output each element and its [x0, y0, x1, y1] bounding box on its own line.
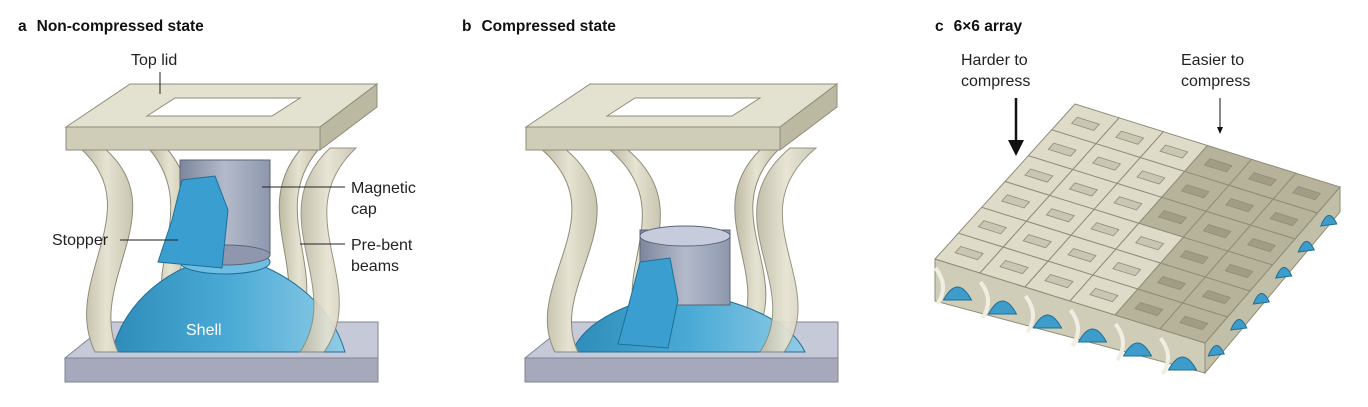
beam-b-front-left	[538, 147, 598, 353]
array-cell-slot	[1203, 158, 1233, 173]
array-cell-slot	[1022, 234, 1052, 249]
top-lid-side	[319, 82, 378, 152]
stopper-b	[617, 257, 679, 349]
array-cell-slot	[1246, 237, 1277, 253]
array-side-shell	[1274, 267, 1293, 279]
panel-c-letter: c	[935, 18, 944, 35]
panel-b-title-text: Compressed state	[481, 18, 616, 35]
array-cell-slot	[1068, 182, 1099, 197]
top-lid-slot	[145, 97, 302, 117]
label-shell: Shell	[186, 322, 222, 339]
array-side-shell	[1252, 293, 1270, 305]
label-pre-bent-line1: Pre-bent	[351, 237, 413, 254]
panel-c-title: c 6×6 array	[935, 18, 1022, 36]
label-stopper: Stopper	[52, 232, 109, 249]
array-front-shell	[1167, 356, 1198, 371]
array-cell-slot	[1000, 194, 1031, 209]
label-easier-line2: compress	[1181, 73, 1251, 90]
base-plate-front	[64, 357, 379, 383]
array-cell-slot	[1067, 248, 1097, 263]
label-magnetic-cap-line1: Magnetic	[351, 180, 416, 197]
array-cell-slot	[977, 220, 1008, 235]
array-cell-slot	[1201, 289, 1231, 305]
array-cell-slot	[1134, 301, 1164, 317]
array-front-shell	[1077, 328, 1108, 343]
array-cell-slot	[1157, 210, 1188, 225]
array-cell-slot	[1247, 172, 1277, 187]
array-cell-slot	[1091, 156, 1122, 171]
label-harder-line2: compress	[961, 73, 1031, 90]
panel-b-title: b Compressed state	[462, 18, 616, 36]
top-lid-b-front	[525, 126, 781, 151]
array-front-shell	[1122, 342, 1153, 357]
array-cell-slot	[1047, 142, 1077, 157]
array-cell-slot	[1135, 236, 1165, 251]
array-cell-slot	[1024, 168, 1054, 183]
top-lid-b-side	[779, 82, 838, 152]
beam-front-left	[78, 147, 134, 353]
array-cell-slot	[1269, 212, 1299, 227]
panel-a-title: a Non-compressed state	[18, 18, 204, 36]
array-cell-slot	[1070, 116, 1101, 131]
panel-a-letter: a	[18, 18, 27, 35]
array-cell-slot	[999, 260, 1029, 275]
array-side-shell	[1207, 345, 1225, 357]
array-front-beam	[1068, 308, 1080, 348]
array-front-beam	[978, 280, 990, 320]
beam-front-right	[299, 147, 358, 353]
array-cell-slot	[1225, 198, 1255, 213]
panel-a-title-text: Non-compressed state	[36, 18, 204, 35]
base-plate-b-front	[524, 357, 839, 383]
panel-b-diagram	[523, 82, 839, 383]
array-cell-slot	[1156, 275, 1187, 291]
panel-c-array	[933, 103, 1341, 376]
beam-b-front-right	[756, 147, 818, 353]
arrow-harder-head	[1008, 140, 1024, 156]
array-side-shell	[1297, 241, 1315, 253]
array-cell-slot	[1179, 250, 1209, 265]
array-side-shell	[1319, 215, 1338, 227]
array-front-beam	[933, 266, 945, 306]
panel-c-title-text: 6×6 array	[953, 18, 1023, 35]
array-cell-slot	[1115, 130, 1145, 145]
array-cell-slot	[1089, 287, 1119, 303]
panel-b-letter: b	[462, 18, 472, 35]
top-lid-b-slot	[605, 97, 762, 117]
label-magnetic-cap-line2: cap	[351, 201, 377, 218]
array-front-beam	[1113, 322, 1125, 362]
array-cell-slot	[1136, 170, 1166, 185]
array-cell-slot	[1113, 196, 1143, 211]
panel-a-diagram	[63, 72, 379, 383]
array-front-shell	[942, 286, 973, 301]
label-harder-line1: Harder to	[961, 52, 1028, 69]
array-cell-slot	[1045, 208, 1075, 223]
magnetic-cap-b-top	[639, 225, 731, 247]
array-cell-slot	[1112, 262, 1142, 277]
array-cell-slot	[1292, 186, 1322, 201]
top-lid-front	[65, 126, 321, 151]
arrow-easier-head	[1217, 127, 1223, 134]
array-cell-slot	[954, 246, 984, 261]
array-cell-slot	[1224, 263, 1254, 279]
array-cell-slot	[1090, 222, 1120, 237]
array-front-beam	[1158, 336, 1170, 376]
array-cell-slot	[1044, 273, 1074, 289]
array-front-beam	[1023, 294, 1035, 334]
array-cell-slot	[1159, 144, 1189, 159]
array-cell-slot	[1179, 315, 1209, 331]
array-cell-slot	[1202, 224, 1232, 239]
array-cell-slot	[1180, 184, 1210, 199]
label-pre-bent-line2: beams	[351, 258, 400, 275]
label-easier-line1: Easier to	[1181, 52, 1245, 69]
array-side-shell	[1229, 319, 1248, 331]
stopper	[157, 175, 229, 269]
array-front-shell	[987, 300, 1018, 315]
label-top-lid: Top lid	[131, 52, 178, 69]
array-front-shell	[1032, 314, 1063, 329]
